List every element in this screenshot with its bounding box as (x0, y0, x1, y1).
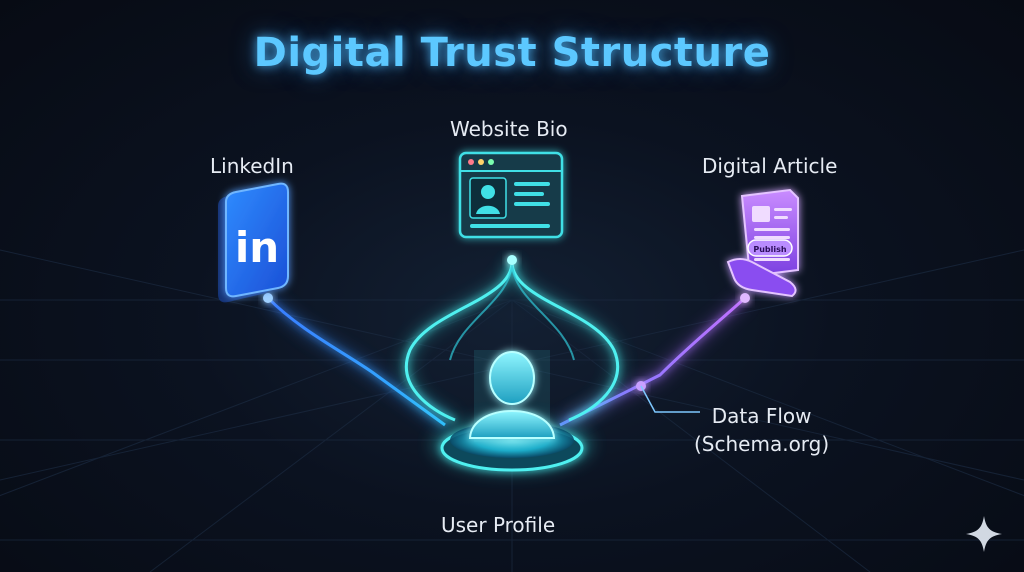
linkedin-flow-line (263, 293, 448, 430)
schema-org-label: (Schema.org) (694, 432, 830, 456)
document-scroll-icon: Publish (726, 188, 799, 298)
user-avatar-icon (468, 351, 556, 439)
publish-badge-text: Publish (753, 245, 787, 254)
data-flow-label: Data Flow (711, 404, 812, 428)
linkedin-icon: in (218, 182, 289, 303)
linkedin-label: LinkedIn (210, 154, 294, 178)
website-bio-label: Website Bio (450, 117, 568, 141)
data-flow-annotation: Data Flow (Schema.org) (694, 402, 829, 458)
digital-article-label: Digital Article (702, 154, 838, 178)
website-flow-loop (401, 255, 623, 425)
website-profile-icon (458, 151, 564, 239)
user-profile-label: User Profile (441, 513, 556, 537)
page-title: Digital Trust Structure (253, 30, 771, 76)
sparkle-icon (966, 516, 1002, 552)
annotation-leader-line (640, 385, 700, 413)
article-flow-line (557, 293, 750, 430)
linkedin-badge-text: in (235, 223, 279, 272)
